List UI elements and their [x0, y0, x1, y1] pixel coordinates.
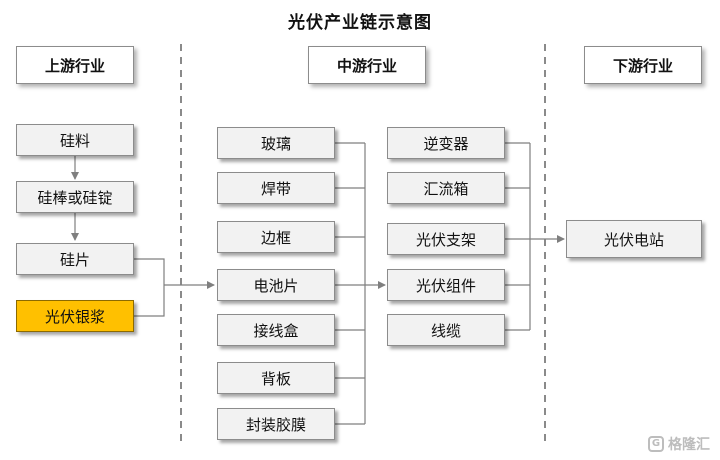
node-glass: 玻璃 [217, 127, 335, 159]
stage-header-midstream: 中游行业 [308, 46, 426, 84]
node-power-station: 光伏电站 [566, 220, 702, 258]
node-encapsulant: 封装胶膜 [217, 408, 335, 440]
node-module: 光伏组件 [387, 269, 505, 301]
node-ribbon: 焊带 [217, 172, 335, 204]
connector-wafer [134, 258, 165, 317]
node-backsheet: 背板 [217, 362, 335, 394]
node-silicon-wafer: 硅片 [16, 243, 134, 275]
watermark-text: 格隆汇 [668, 437, 710, 453]
node-silver-paste: 光伏银浆 [16, 300, 134, 332]
diagram-title: 光伏产业链示意图 [288, 13, 432, 33]
node-combiner-box: 汇流箱 [387, 172, 505, 204]
stage-header-downstream: 下游行业 [584, 46, 702, 84]
watermark: G 格隆汇 [648, 434, 710, 454]
node-junction-box: 接线盒 [217, 314, 335, 346]
node-cell: 电池片 [217, 269, 335, 301]
node-silicon-material: 硅料 [16, 124, 134, 156]
node-inverter: 逆变器 [387, 127, 505, 159]
node-cable: 线缆 [387, 314, 505, 346]
node-frame: 边框 [217, 221, 335, 253]
watermark-logo-icon: G [648, 436, 664, 452]
node-bracket: 光伏支架 [387, 223, 505, 255]
stage-header-upstream: 上游行业 [16, 46, 134, 84]
node-silicon-rod: 硅棒或硅锭 [16, 181, 134, 213]
